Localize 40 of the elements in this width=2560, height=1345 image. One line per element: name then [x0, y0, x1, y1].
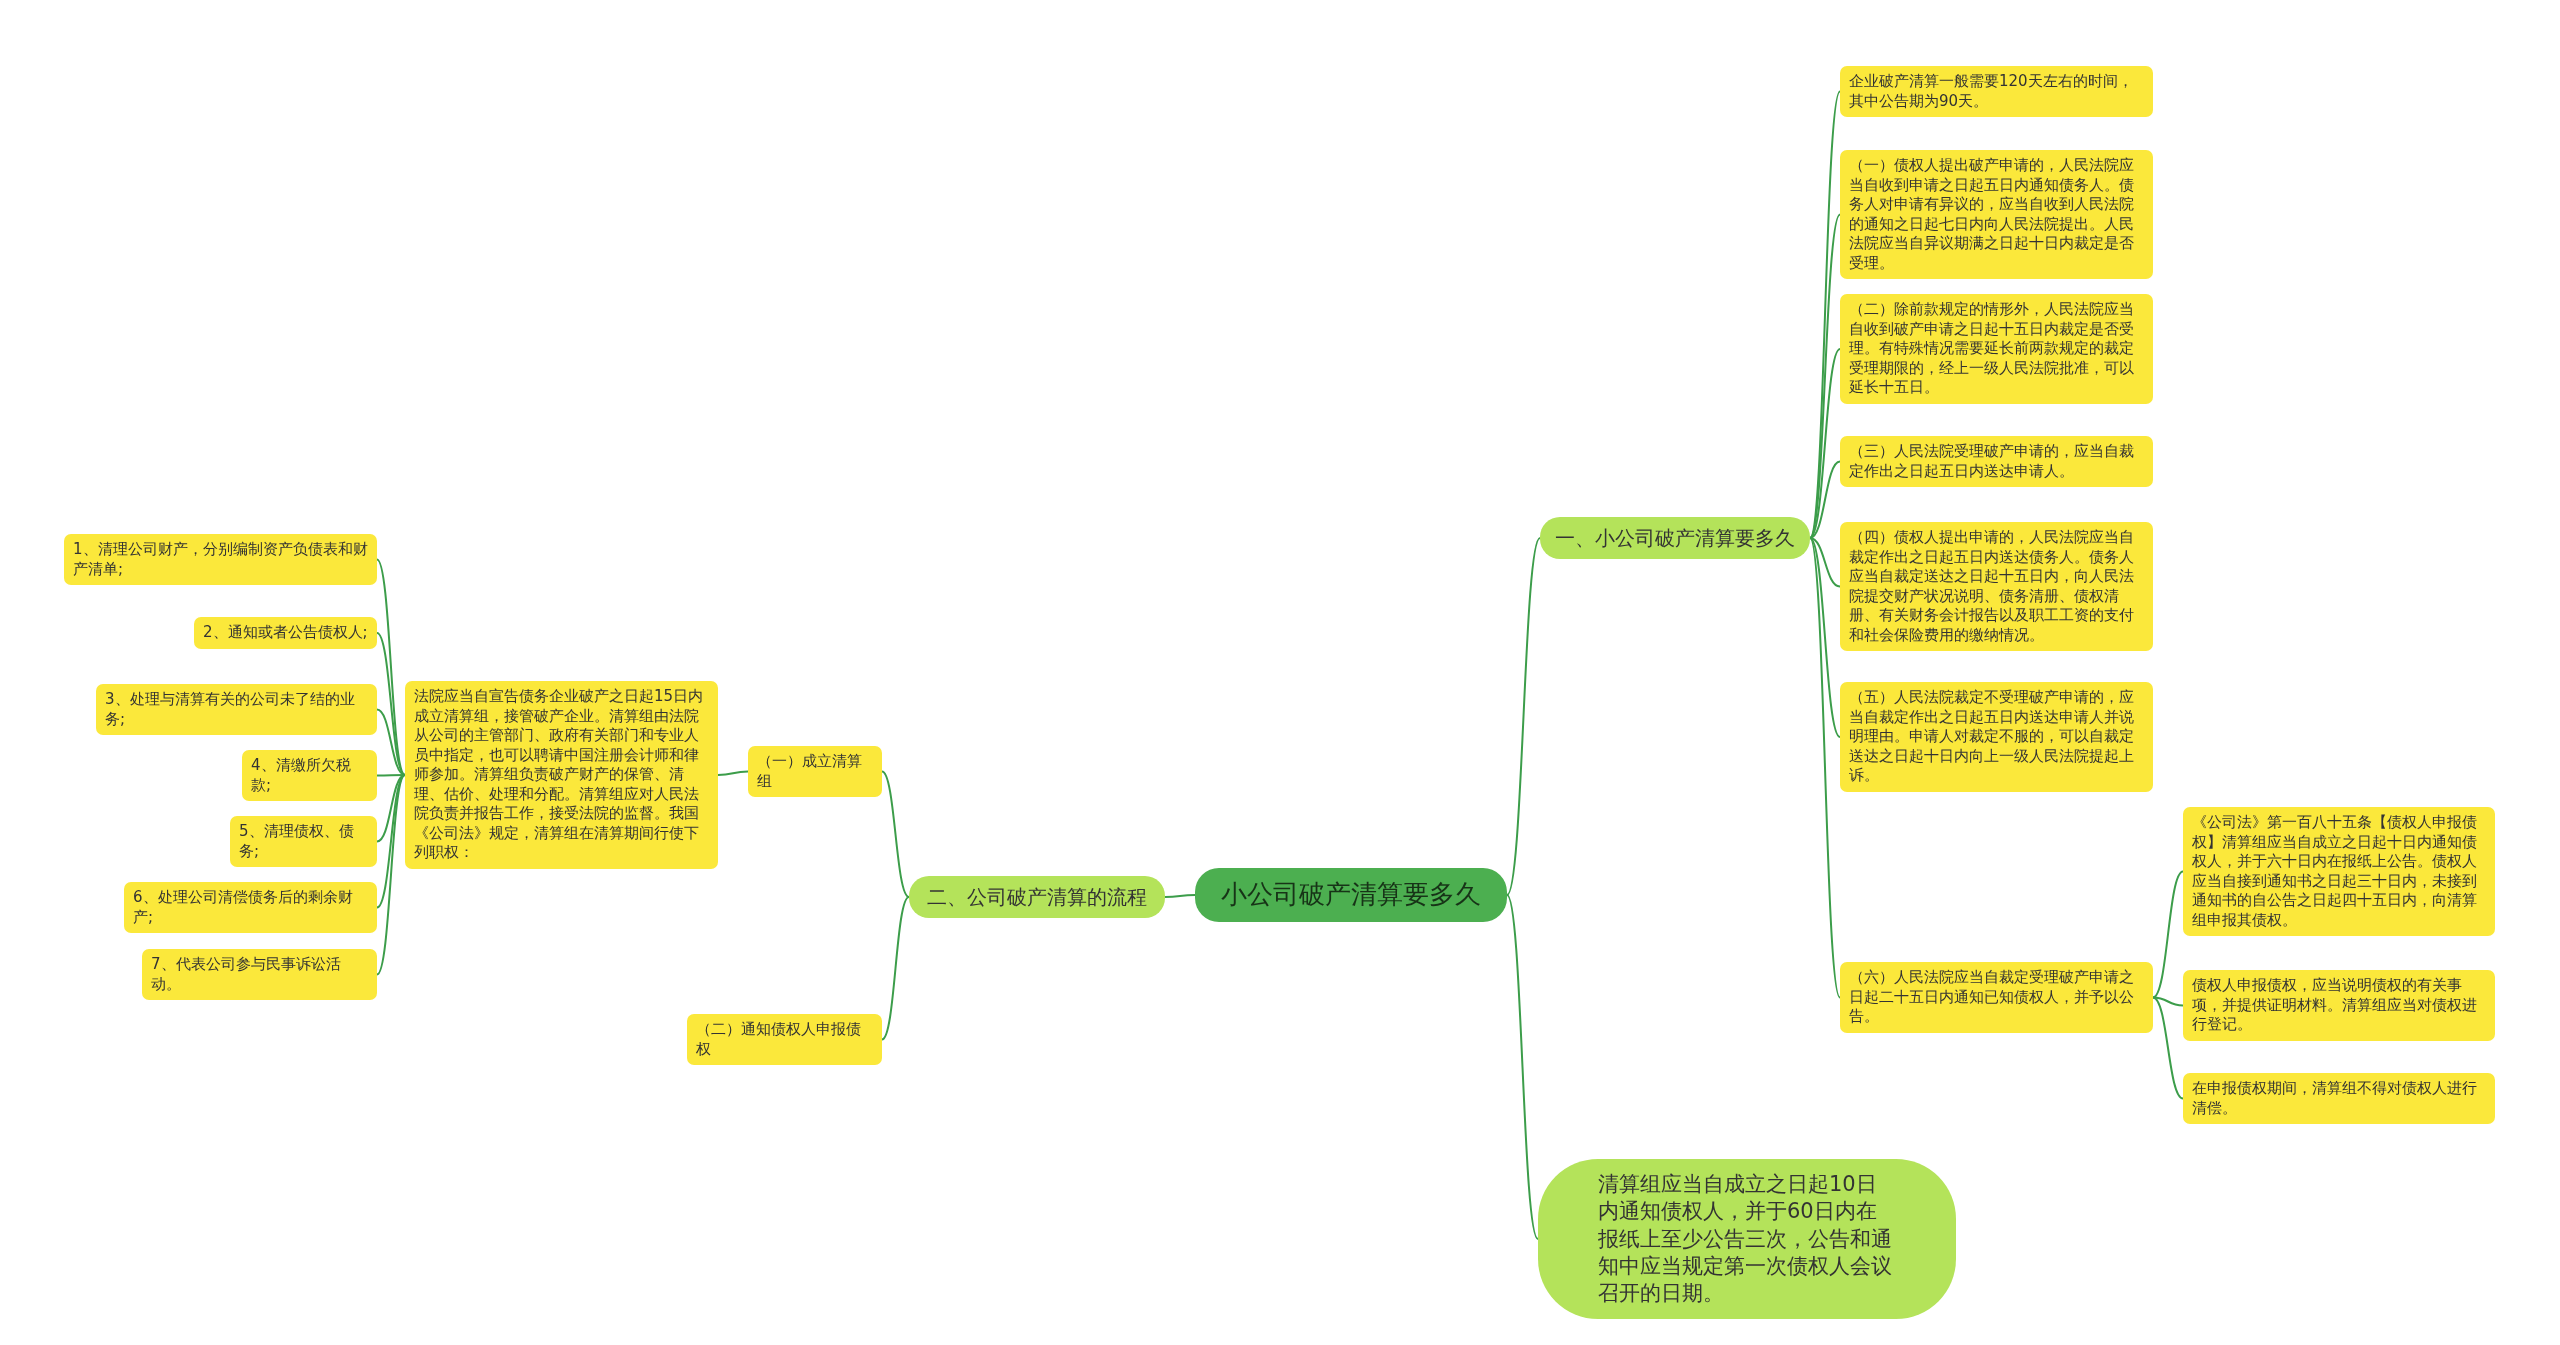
topic-box: 法院应当自宣告债务企业破产之日起15日内成立清算组，接管破产企业。清算组由法院从公司的主管部门、政府有关部门和专业人员中指定，也可以聘请中国注册会计师和律师参加。清算组负责破产财产的保管、清理、估价、处理和分配。清算组应对人民法院负责并报告工作，接受法院的监督。我国《公司法》规定，清算组在清算期间行使下列职权：	[405, 681, 718, 869]
topic-box: 3、处理与清算有关的公司未了结的业务;	[96, 684, 377, 735]
topic-box: 在申报债权期间，清算组不得对债权人进行清偿。	[2183, 1073, 2495, 1124]
topic-box: （五）人民法院裁定不受理破产申请的，应当自裁定作出之日起五日内送达申请人并说明理由。申请人对裁定不服的，可以自裁定送达之日起十日内向上一级人民法院提起上诉。	[1840, 682, 2153, 792]
topic-box: （二）除前款规定的情形外，人民法院应当自收到破产申请之日起十五日内裁定是否受理。有特殊情况需要延长前两款规定的裁定受理期限的，经上一级人民法院批准，可以延长十五日。	[1840, 294, 2153, 404]
topic-box: （四）债权人提出申请的，人民法院应当自裁定作出之日起五日内送达债务人。债务人应当自裁定送达之日起十五日内，向人民法院提交财产状况说明、债务清册、债权清册、有关财务会计报告以及职工工资的支付和社会保险费用的缴纳情况。	[1840, 522, 2153, 651]
connector-line	[376, 774, 406, 909]
topic-box: （二）通知债权人申报债权	[687, 1014, 882, 1065]
connector-line	[376, 632, 406, 776]
branch-topic: 清算组应当自成立之日起10日内通知债权人，并于60日内在报纸上至少公告三次，公告和通知中应当规定第一次债权人会议召开的日期。	[1538, 1159, 1956, 1320]
connector-line	[1506, 894, 1539, 1240]
topic-box: （一）债权人提出破产申请的，人民法院应当自收到申请之日起五日内通知债务人。债务人对申请有异议的，应当自收到人民法院的通知之日起七日内向人民法院提出。人民法院应当自异议期满之日起十日内裁定是否受理。	[1840, 150, 2153, 279]
topic-box: 2、通知或者公告债权人;	[194, 617, 377, 649]
topic-box: 《公司法》第一百八十五条【债权人申报债权】清算组应当自成立之日起十日内通知债权人，并于六十日内在报纸上公告。债权人应当自接到通知书之日起三十日内，未接到通知书的自公告之日起四十五日内，向清算组申报其债权。	[2183, 807, 2495, 936]
topic-box: 7、代表公司参与民事诉讼活动。	[142, 949, 377, 1000]
connector-line	[881, 896, 910, 1041]
topic-box: 债权人申报债权，应当说明债权的有关事项，并提供证明材料。清算组应当对债权进行登记。	[2183, 970, 2495, 1041]
branch-topic: 一、小公司破产清算要多久	[1540, 517, 1810, 559]
connector-line	[1809, 537, 1841, 999]
topic-box: （六）人民法院应当自裁定受理破产申请之日起二十五日内通知已知债权人，并予以公告。	[1840, 962, 2153, 1033]
connector-line	[1506, 537, 1541, 896]
connector-line	[881, 770, 910, 898]
connector-line	[1809, 537, 1841, 588]
topic-box: （三）人民法院受理破产申请的，应当自裁定作出之日起五日内送达申请人。	[1840, 436, 2153, 487]
connector-line	[1809, 213, 1841, 539]
connector-line	[1809, 537, 1841, 738]
connector-line	[1164, 894, 1196, 898]
topic-box: 5、清理债权、债务;	[230, 816, 377, 867]
connector-line	[2152, 870, 2184, 999]
connector-line	[717, 770, 749, 776]
connector-line	[1809, 460, 1841, 539]
topic-box: （一）成立清算组	[748, 746, 882, 797]
topic-box: 4、清缴所欠税款;	[242, 750, 377, 801]
topic-box: 企业破产清算一般需要120天左右的时间，其中公告期为90天。	[1840, 66, 2153, 117]
topic-box: 1、清理公司财产，分别编制资产负债表和财产清单;	[64, 534, 377, 585]
topic-box: 6、处理公司清偿债务后的剩余财产;	[124, 882, 377, 933]
branch-topic: 二、公司破产清算的流程	[909, 876, 1165, 918]
connector-line	[376, 774, 406, 976]
connector-line	[2152, 996, 2184, 1100]
central-topic: 小公司破产清算要多久	[1195, 868, 1507, 922]
